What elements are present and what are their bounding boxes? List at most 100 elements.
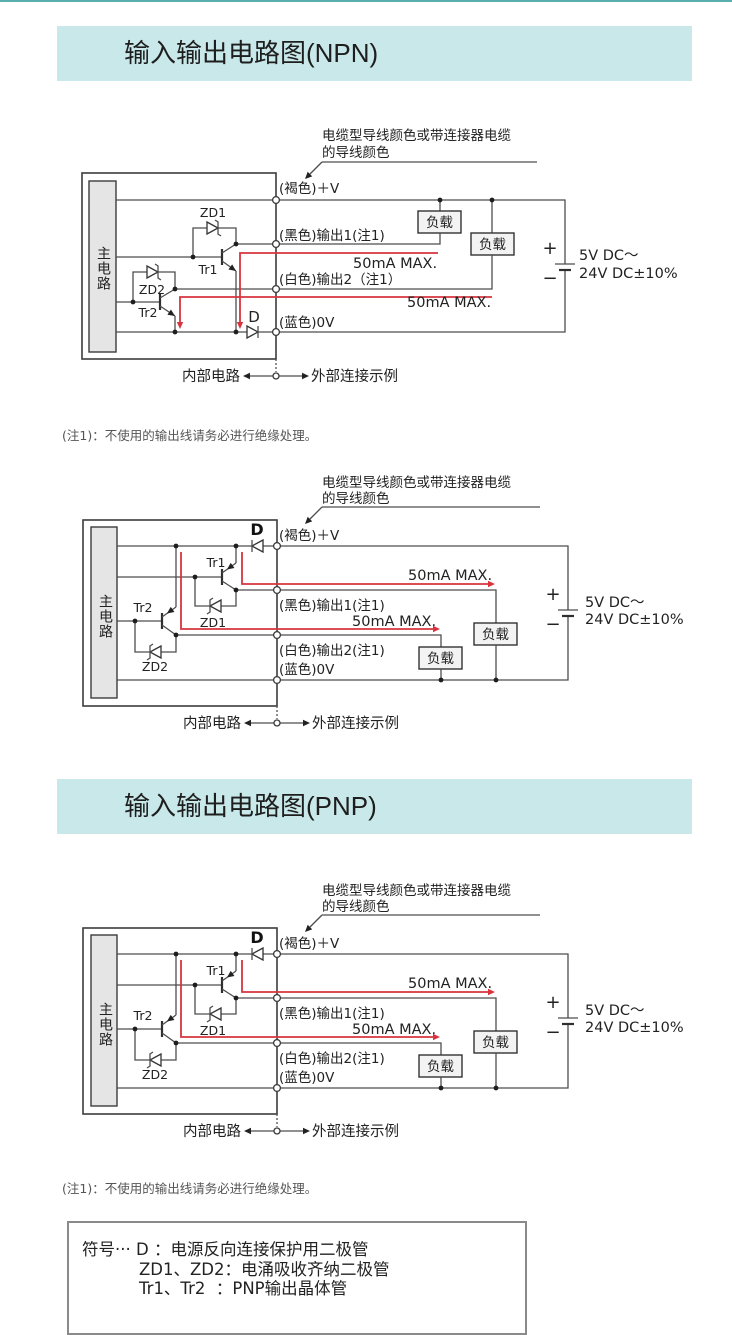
- minus-sign: −: [545, 1022, 560, 1043]
- d-protection-diode-icon: [250, 538, 264, 554]
- junction-dot: [173, 1040, 179, 1046]
- legend-symbol: D: [136, 1240, 149, 1259]
- emitter-arrow-icon: [166, 1014, 175, 1022]
- legend-prefix: 符号···: [82, 1240, 131, 1259]
- terminal-label-brown: (褐色)＋V: [279, 180, 340, 197]
- diode-triangle: [246, 324, 260, 340]
- current-arrow-icon: [176, 322, 184, 329]
- section-header-npn: 输入输出电路图(NPN): [57, 26, 692, 81]
- arrow-right-icon: [302, 372, 309, 380]
- legend-description: 电源反向连接保护用二极管: [170, 1240, 369, 1259]
- note-arrow-icon: [305, 516, 313, 524]
- minus-sign: −: [542, 268, 557, 289]
- note-leader: [309, 914, 323, 928]
- cable-color-note: 电缆型导线颜色或带连接器电缆: [322, 127, 511, 144]
- current-arrow-icon: [488, 580, 495, 588]
- legend-row: 符号··· D ：电源反向连接保护用二极管: [82, 1240, 368, 1259]
- current-path-output2: [179, 296, 492, 324]
- load-label: 负载: [427, 1059, 454, 1075]
- terminal-label-black: (黑色)输出1(注1): [279, 1005, 385, 1022]
- zd1-label: ZD1: [200, 1023, 226, 1038]
- diode-triangle: [206, 220, 220, 236]
- output2-wire: [175, 255, 493, 290]
- supply-voltage-label: 5V DC～: [579, 248, 639, 264]
- junction-dot: [437, 197, 443, 203]
- diode-triangle: [146, 264, 160, 280]
- main-circuit-label: 主电路: [97, 594, 113, 639]
- legend-description: 电涌吸收齐纳二极管: [241, 1260, 390, 1279]
- current-arrow-icon: [433, 1033, 440, 1041]
- cable-color-note: 电缆型导线颜色或带连接器电缆: [322, 474, 511, 491]
- internal-circuit-label: 内部电路: [182, 368, 240, 385]
- main-circuit-block: [90, 934, 118, 1107]
- cable-color-note: 的导线颜色: [322, 490, 390, 507]
- terminal-brown: [271, 195, 281, 205]
- junction-dot: [233, 241, 239, 247]
- junction-dot: [233, 951, 239, 957]
- note-arrow-icon: [305, 924, 313, 932]
- terminal-label-black: (黑色)输出1(注1): [279, 597, 385, 614]
- internal-circuit-boundary: [82, 927, 278, 1115]
- output1-wire: [236, 997, 497, 1031]
- legend-separator: ：: [205, 1279, 233, 1298]
- boundary-point: [272, 372, 280, 380]
- supply-wire: [277, 953, 569, 1018]
- arrow-left-icon: [243, 372, 250, 380]
- d-protection-diode-icon: [250, 946, 264, 962]
- terminal-brown: [272, 949, 282, 959]
- ground-wire: [277, 1024, 569, 1089]
- junction-dot: [172, 286, 178, 292]
- pnp-circuit-diagram: 负载负载电缆型导线颜色或带连接器电缆的导线颜色(褐色)＋V(黑色)输出1(注1)…: [82, 882, 684, 1140]
- terminal-blue: [271, 327, 281, 337]
- junction-dot: [132, 618, 138, 624]
- legend-description: PNP输出晶体管: [232, 1279, 348, 1298]
- npn-circuit-diagram: 负载负载电缆型导线颜色或带连接器电缆的导线颜色(褐色)＋V(黑色)输出1(注1)…: [81, 127, 678, 385]
- diode-triangle: [148, 1052, 162, 1068]
- emitter-arrow-icon: [166, 606, 175, 614]
- current-limit-label: 50mA MAX.: [407, 295, 491, 311]
- legend-symbol: ZD1、ZD2: [139, 1260, 225, 1279]
- terminal-blue: [272, 675, 282, 685]
- plus-sign: +: [542, 238, 557, 259]
- current-limit-label: 50mA MAX.: [408, 976, 492, 992]
- terminal-white: [271, 284, 281, 294]
- current-path-output2: [180, 552, 433, 630]
- load-label: 负载: [479, 237, 506, 253]
- terminal-white: [272, 1038, 282, 1048]
- current-limit-label: 50mA MAX.: [408, 568, 492, 584]
- zd1-zener-diode-icon: [206, 597, 222, 615]
- collector-lead: [221, 988, 237, 999]
- terminal-label-blue: (蓝色)0V: [279, 314, 335, 331]
- supply-tolerance-label: 24V DC±10%: [579, 266, 678, 282]
- junction-dot: [233, 995, 239, 1001]
- minus-sign: −: [545, 614, 560, 635]
- pnp-circuit-diagram: 负载负载电缆型导线颜色或带连接器电缆的导线颜色(褐色)＋V(黑色)输出1(注1)…: [82, 474, 684, 732]
- arrow-right-icon: [303, 719, 310, 727]
- note-arrow-icon: [305, 171, 313, 179]
- emitter-arrow-icon: [226, 562, 235, 570]
- ground-wire: [277, 616, 569, 681]
- load-label: 负载: [427, 651, 454, 667]
- tr2-label: Tr2: [138, 305, 158, 320]
- tr1-pnp-transistor-icon: [220, 562, 237, 591]
- terminal-white: [272, 630, 282, 640]
- collector-lead: [221, 580, 237, 591]
- current-arrow-icon: [236, 322, 244, 329]
- junction-dot: [132, 1026, 138, 1032]
- load-label: 负载: [482, 627, 509, 643]
- current-path-output1: [241, 960, 488, 993]
- internal-circuit-label: 内部电路: [183, 715, 241, 732]
- supply-wire: [276, 199, 566, 264]
- symbol-legend-box: 符号··· D ：电源反向连接保护用二极管 ZD1、ZD2：电涌吸收齐纳二极管 …: [67, 1221, 527, 1335]
- current-path-output2: [180, 960, 433, 1038]
- zd2-label: ZD2: [139, 282, 165, 297]
- zener-cathode-bar: [214, 219, 222, 237]
- ground-wire: [276, 270, 566, 333]
- output2-wire: [176, 1042, 442, 1055]
- junction-dot: [493, 1085, 499, 1091]
- footnote: (注1)：不使用的输出线请务必进行绝缘处理。: [62, 428, 318, 443]
- terminal-black: [272, 993, 282, 1003]
- diode-triangle: [208, 1006, 222, 1022]
- cable-color-note: 的导线颜色: [322, 898, 390, 915]
- internal-circuit-boundary: [81, 172, 277, 360]
